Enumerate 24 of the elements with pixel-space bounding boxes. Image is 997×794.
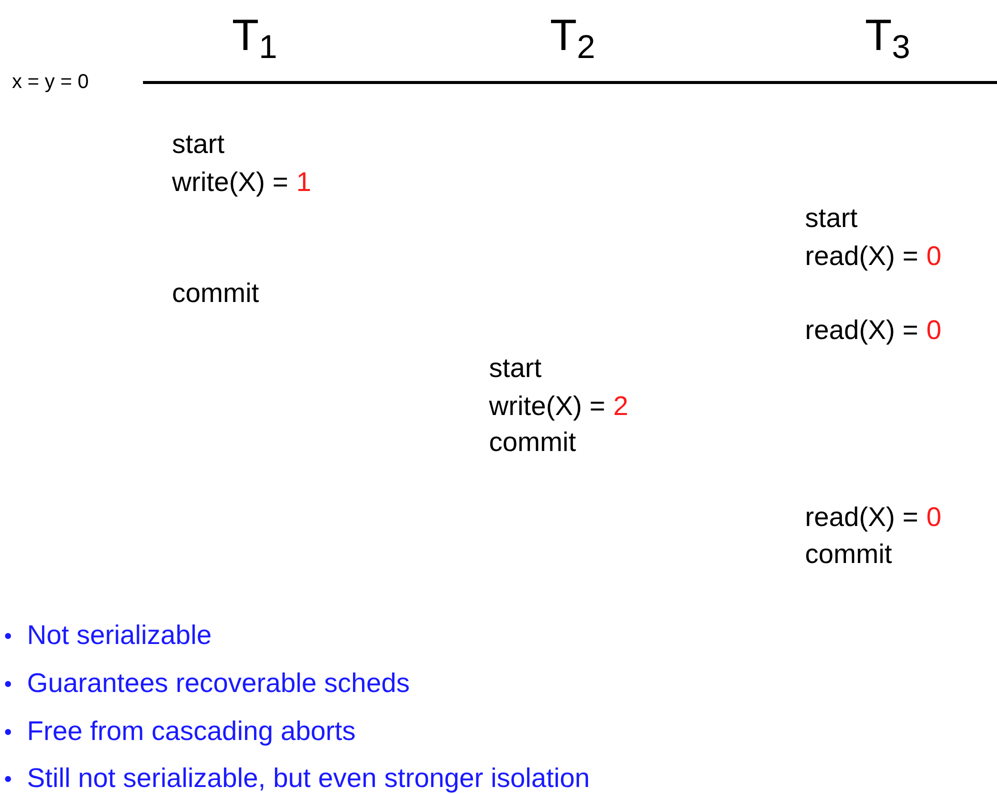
operation-value: 0 xyxy=(926,501,942,534)
operation-value: 0 xyxy=(926,314,942,347)
operation-label: read(X) = xyxy=(805,501,918,534)
operation-label: start xyxy=(489,352,542,385)
operation-label: commit xyxy=(172,277,259,310)
bullet-text: Still not serializable, but even stronger isolation xyxy=(27,762,590,794)
operation-value: 1 xyxy=(296,166,312,199)
operation-label: commit xyxy=(805,538,892,571)
operation-label: start xyxy=(805,202,858,235)
bullet-text: Guarantees recoverable scheds xyxy=(27,667,410,700)
initial-values-label: x = y = 0 xyxy=(12,70,89,95)
transaction-header: T$_{1}$ xyxy=(232,10,278,63)
bullet-text: Free from cascading aborts xyxy=(27,715,356,748)
bullet-text: Not serializable xyxy=(27,619,212,652)
operation-label: read(X) = xyxy=(805,314,918,347)
operation-value: 0 xyxy=(926,240,942,273)
operation-label: write(X) = xyxy=(489,390,606,423)
operation-label: start xyxy=(172,128,225,161)
operation-value: 2 xyxy=(613,390,628,423)
transaction-header: T$_{2}$ xyxy=(550,10,596,63)
operation-label: read(X) = xyxy=(805,240,918,273)
operation-label: write(X) = xyxy=(172,166,288,199)
operation-label: commit xyxy=(489,426,576,459)
transaction-header: T$_{3}$ xyxy=(865,10,910,63)
